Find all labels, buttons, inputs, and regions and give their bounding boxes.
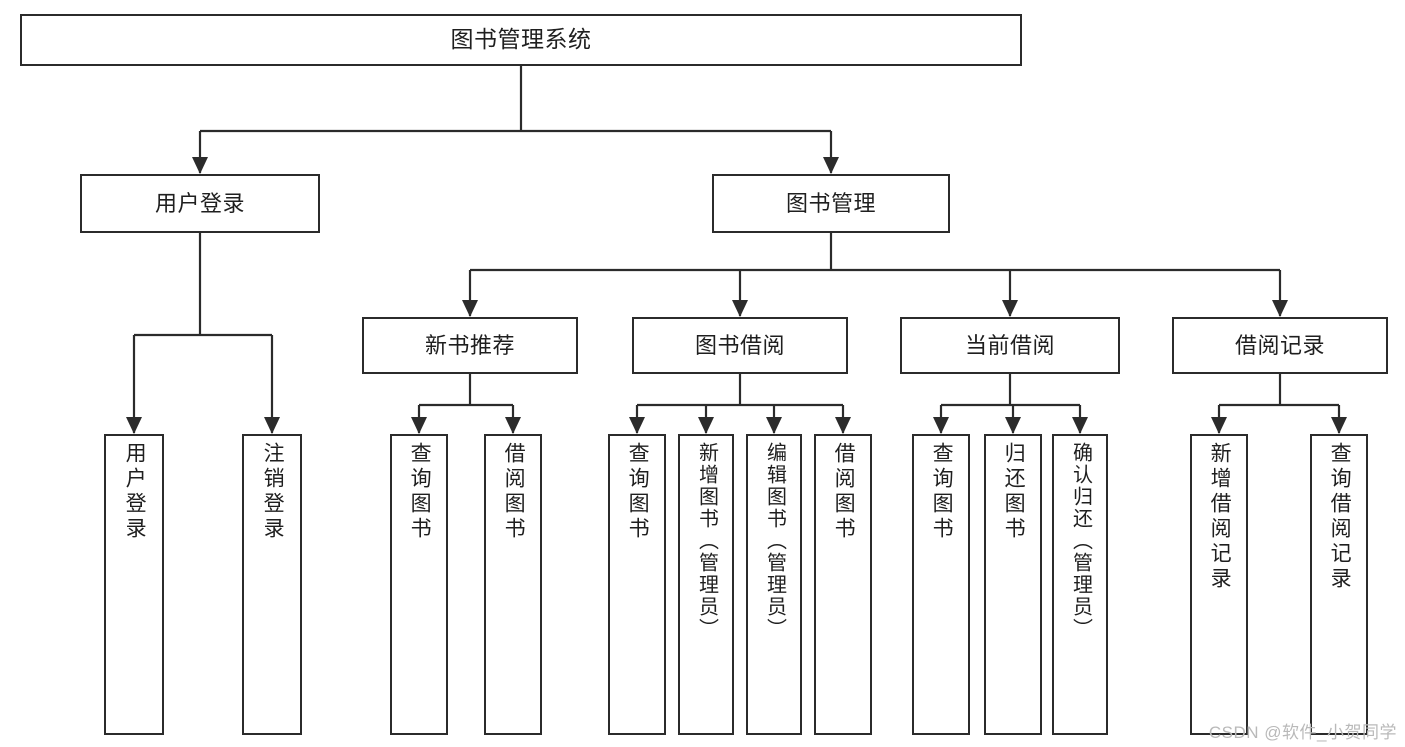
node-leaf-add-record[interactable]: 新增借阅记录 [1190, 434, 1248, 735]
node-book-borrow[interactable]: 图书借阅 [632, 317, 848, 374]
node-leaf-confirm-return-label: 确认归还（管理员） [1069, 442, 1092, 640]
node-book-borrow-label: 图书借阅 [694, 332, 785, 358]
node-leaf-borrow-book-2[interactable]: 借阅图书 [814, 434, 872, 735]
node-leaf-add-record-label: 新增借阅记录 [1208, 442, 1232, 592]
node-leaf-return-book[interactable]: 归还图书 [984, 434, 1042, 735]
node-leaf-user-login[interactable]: 用户登录 [104, 434, 164, 735]
arrowhead-leaf-query-book-1 [411, 417, 427, 434]
arrowhead-leaf-edit-book [766, 417, 782, 434]
node-leaf-edit-book[interactable]: 编辑图书（管理员） [746, 434, 802, 735]
arrowhead-leaf-user-logout [264, 417, 280, 434]
arrowhead-leaf-query-book-2 [629, 417, 645, 434]
node-leaf-confirm-return[interactable]: 确认归还（管理员） [1052, 434, 1108, 735]
node-leaf-add-book-label: 新增图书（管理员） [695, 442, 718, 640]
node-leaf-borrow-book-2-label: 借阅图书 [832, 442, 856, 542]
node-book-manage-label: 图书管理 [785, 190, 876, 216]
arrowhead-book-borrow [732, 300, 748, 317]
node-current-borrow[interactable]: 当前借阅 [900, 317, 1120, 374]
node-leaf-query-book-2[interactable]: 查询图书 [608, 434, 666, 735]
node-borrow-record[interactable]: 借阅记录 [1172, 317, 1388, 374]
node-leaf-query-record[interactable]: 查询借阅记录 [1310, 434, 1368, 735]
arrowhead-leaf-borrow-book-1 [505, 417, 521, 434]
arrowhead-leaf-confirm-return [1072, 417, 1088, 434]
arrowhead-leaf-borrow-book-2 [835, 417, 851, 434]
node-leaf-borrow-book-1[interactable]: 借阅图书 [484, 434, 542, 735]
node-leaf-borrow-book-1-label: 借阅图书 [502, 442, 526, 542]
arrowhead-borrow-record [1272, 300, 1288, 317]
arrowhead-book-manage [823, 157, 839, 174]
node-book-manage[interactable]: 图书管理 [712, 174, 950, 233]
node-new-book-rec-label: 新书推荐 [424, 332, 515, 358]
node-leaf-query-book-1-label: 查询图书 [408, 442, 432, 542]
node-leaf-query-book-1[interactable]: 查询图书 [390, 434, 448, 735]
node-leaf-add-book[interactable]: 新增图书（管理员） [678, 434, 734, 735]
node-leaf-edit-book-label: 编辑图书（管理员） [763, 442, 786, 640]
arrowhead-leaf-add-book [698, 417, 714, 434]
arrowhead-leaf-user-login [126, 417, 142, 434]
arrowhead-leaf-query-record [1331, 417, 1347, 434]
node-leaf-user-logout-label: 注销登录 [261, 442, 285, 542]
watermark-label: CSDN @软件_小贺同学 [1208, 723, 1397, 742]
node-borrow-record-label: 借阅记录 [1234, 332, 1325, 358]
arrowhead-leaf-query-book-3 [933, 417, 949, 434]
arrowhead-user-login [192, 157, 208, 174]
arrowhead-new-book-rec [462, 300, 478, 317]
arrowhead-leaf-return-book [1005, 417, 1021, 434]
arrowhead-leaf-add-record [1211, 417, 1227, 434]
node-user-login-label: 用户登录 [154, 190, 245, 216]
node-current-borrow-label: 当前借阅 [964, 332, 1055, 358]
node-leaf-query-book-2-label: 查询图书 [626, 442, 650, 542]
node-root-label: 图书管理系统 [450, 26, 592, 53]
node-leaf-query-book-3-label: 查询图书 [930, 442, 954, 542]
node-leaf-return-book-label: 归还图书 [1002, 442, 1026, 542]
node-root[interactable]: 图书管理系统 [20, 14, 1022, 66]
node-user-login[interactable]: 用户登录 [80, 174, 320, 233]
arrowhead-current-borrow [1002, 300, 1018, 317]
node-leaf-user-login-label: 用户登录 [123, 442, 147, 542]
node-leaf-query-book-3[interactable]: 查询图书 [912, 434, 970, 735]
node-new-book-rec[interactable]: 新书推荐 [362, 317, 578, 374]
node-leaf-user-logout[interactable]: 注销登录 [242, 434, 302, 735]
node-leaf-query-record-label: 查询借阅记录 [1328, 442, 1352, 592]
